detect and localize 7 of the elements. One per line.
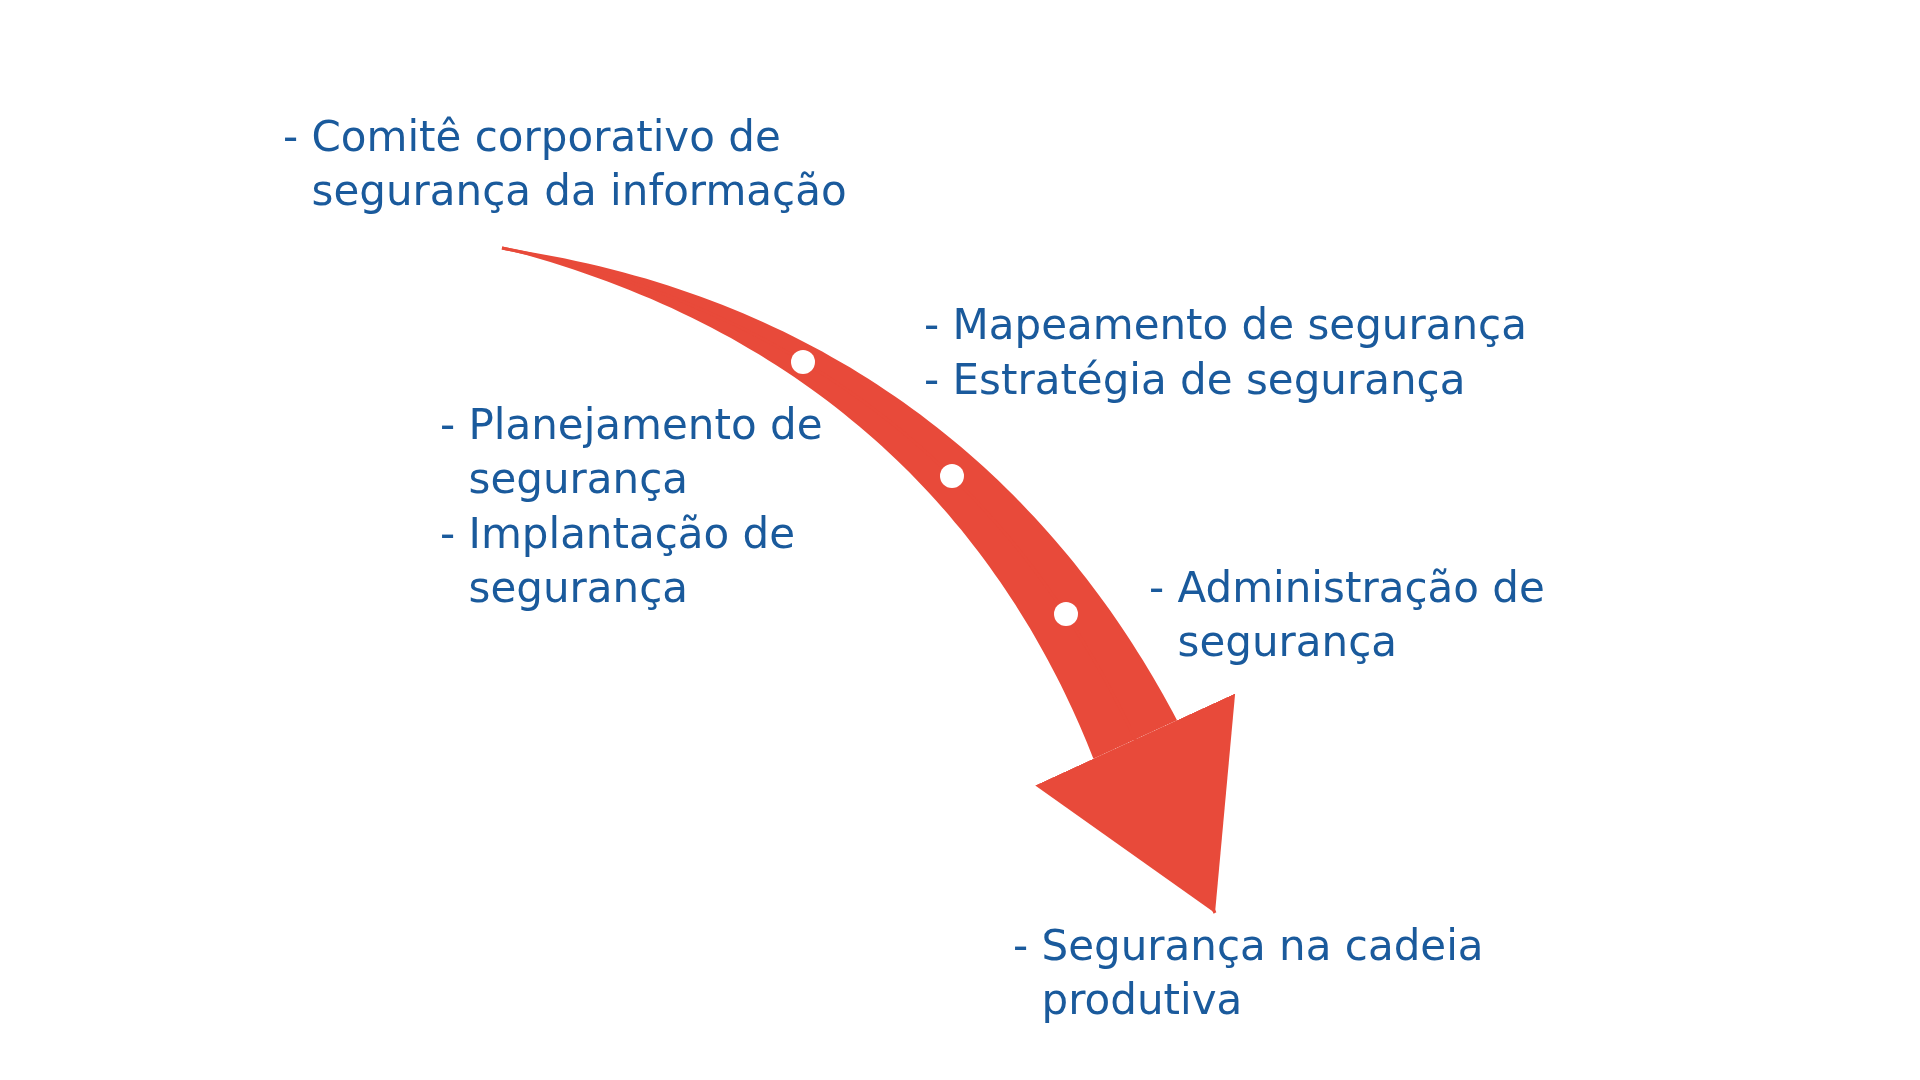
- step-label: - Planejamento de segurança: [440, 399, 824, 505]
- step-label: - Comitê corporativo de segurança da informação: [283, 110, 849, 218]
- step-label: - Estratégia de segurança: [924, 354, 1467, 406]
- step-label: - Mapeamento de segurança: [924, 299, 1528, 351]
- step-label: - Segurança na cadeia produtiva: [1013, 919, 1486, 1027]
- step-label: - Implantação de segurança: [440, 508, 797, 614]
- step-label: - Administração de segurança: [1149, 562, 1546, 668]
